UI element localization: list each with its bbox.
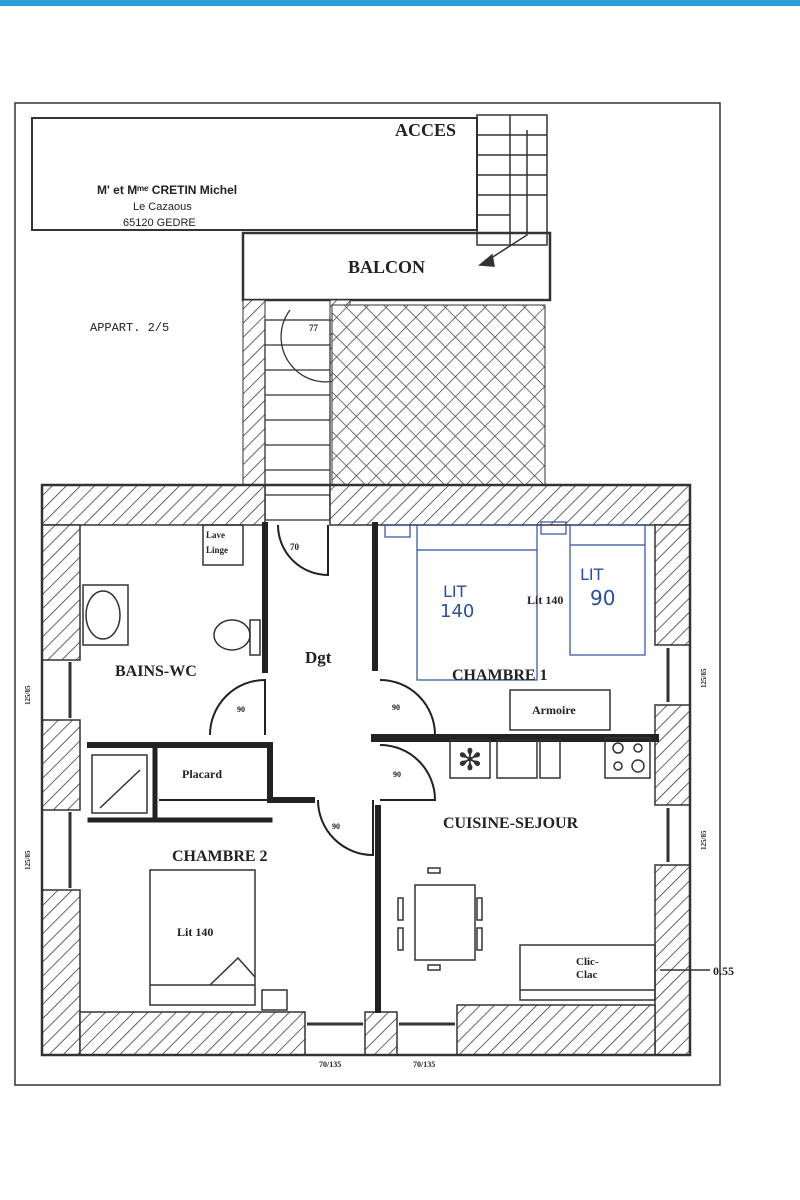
label-cuisine-sejour: CUISINE-SEJOUR [443, 815, 579, 832]
label-clac: Clac [576, 969, 598, 981]
chambre1-beds [384, 521, 646, 681]
terrace-floor [331, 304, 546, 486]
door-swings [209, 524, 437, 857]
freezer-icon: ✻ [457, 744, 482, 777]
fixtures: ✻ [82, 524, 656, 1011]
window-dim-left-bottom: 125/85 [24, 850, 32, 870]
door-width-kitchen: 90 [393, 770, 401, 779]
label-clic: Clic- [576, 956, 599, 968]
handwritten-lit-90-a: LIT [580, 565, 604, 584]
owner-place: Le Cazaous [133, 201, 192, 213]
stairwell-wall-left [242, 299, 266, 491]
label-acces: ACCES [395, 120, 456, 140]
label-chambre1: CHAMBRE 1 [452, 667, 548, 684]
door-width-77: 77 [309, 323, 319, 333]
handwritten-lit-140-b: 140 [440, 601, 474, 622]
outdoor-stairs [476, 114, 548, 267]
label-dgt: Dgt [305, 648, 332, 667]
door-width-ch1: 90 [392, 703, 400, 712]
handwritten-lit-140-a: LIT [443, 582, 467, 601]
window-dim-bottom-left: 70/135 [319, 1060, 341, 1069]
handwritten-lit-90-b: 90 [590, 586, 615, 610]
wall-thickness: 0.55 [713, 964, 734, 978]
owner-name: M' et Mᵐᵉ CRETIN Michel [97, 183, 237, 197]
label-armoire: Armoire [532, 703, 576, 717]
label-lave: Lave [206, 530, 225, 540]
door-width-bath: 90 [237, 705, 245, 714]
label-placard: Placard [182, 767, 222, 781]
scan-edge [0, 0, 800, 6]
label-linge: Linge [206, 545, 228, 555]
windows [68, 648, 670, 1026]
label-balcon: BALCON [348, 257, 425, 277]
label-lit-chambre1: Lit 140 [527, 593, 563, 607]
owner-town: 65120 GEDRE [123, 217, 196, 229]
label-chambre2: CHAMBRE 2 [172, 848, 268, 865]
window-dim-right-bottom: 125/85 [700, 830, 708, 850]
exterior-walls [40, 483, 692, 1057]
sheet-border [14, 102, 721, 1086]
label-bains-wc: BAINS-WC [115, 663, 197, 680]
apartment-number: APPART. 2/5 [90, 321, 169, 335]
window-dim-left-top: 125/85 [24, 685, 32, 705]
label-lit-chambre2: Lit 140 [177, 925, 213, 939]
door-width-70: 70 [290, 542, 300, 552]
window-dim-bottom-right: 70/135 [413, 1060, 435, 1069]
window-dim-right-top: 125/85 [700, 668, 708, 688]
balcony [241, 231, 552, 302]
door-width-ch2: 90 [332, 822, 340, 831]
